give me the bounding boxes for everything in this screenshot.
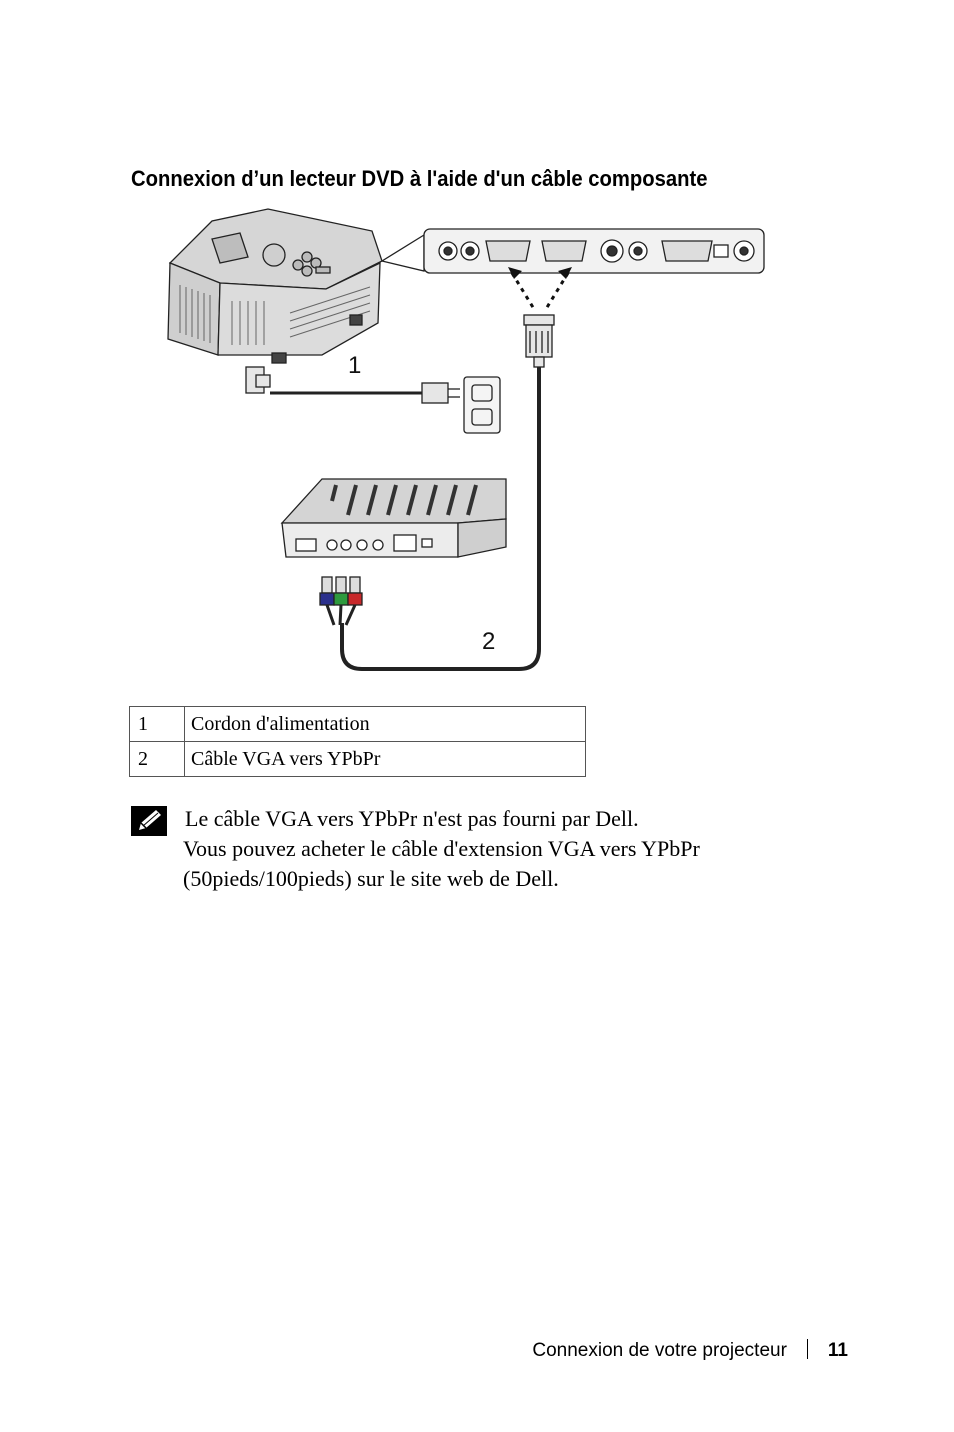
vga-plug <box>523 314 555 368</box>
callout-2: 2 <box>482 628 495 655</box>
note-line: Vous pouvez acheter le câble d'extension… <box>183 836 700 861</box>
wall-outlet <box>463 376 501 434</box>
note-line: Le câble VGA vers YPbPr n'est pas fourni… <box>185 806 639 831</box>
power-cord <box>245 366 460 404</box>
table-row: 2 Câble VGA vers YPbPr <box>129 741 586 777</box>
footer-divider <box>806 1339 808 1359</box>
legend-label: Câble VGA vers YPbPr <box>184 741 586 777</box>
connector-panel <box>381 228 765 274</box>
dvd-player-illustration <box>280 478 507 558</box>
page-footer: Connexion de votre projecteur 11 <box>532 1339 848 1362</box>
rca-plugs <box>319 576 363 626</box>
pencil-note-icon <box>131 806 167 836</box>
vga-to-ypbpr-cable <box>340 367 541 671</box>
legend-table: 1 Cordon d'alimentation 2 Câble VGA vers… <box>129 706 586 777</box>
connection-diagram: 1 2 <box>167 208 765 671</box>
connection-arrows <box>510 272 570 310</box>
legend-label: Cordon d'alimentation <box>184 706 586 742</box>
legend-number: 2 <box>129 741 185 777</box>
page-number: 11 <box>827 1340 848 1361</box>
table-row: 1 Cordon d'alimentation <box>129 706 586 742</box>
footer-section-title: Connexion de votre projecteur <box>532 1340 787 1361</box>
callout-1: 1 <box>348 352 361 379</box>
legend-number: 1 <box>129 706 185 742</box>
projector-illustration <box>167 208 383 364</box>
section-heading: Connexion d’un lecteur DVD à l'aide d'un… <box>131 166 708 191</box>
note-line: (50pieds/100pieds) sur le site web de De… <box>183 866 559 891</box>
